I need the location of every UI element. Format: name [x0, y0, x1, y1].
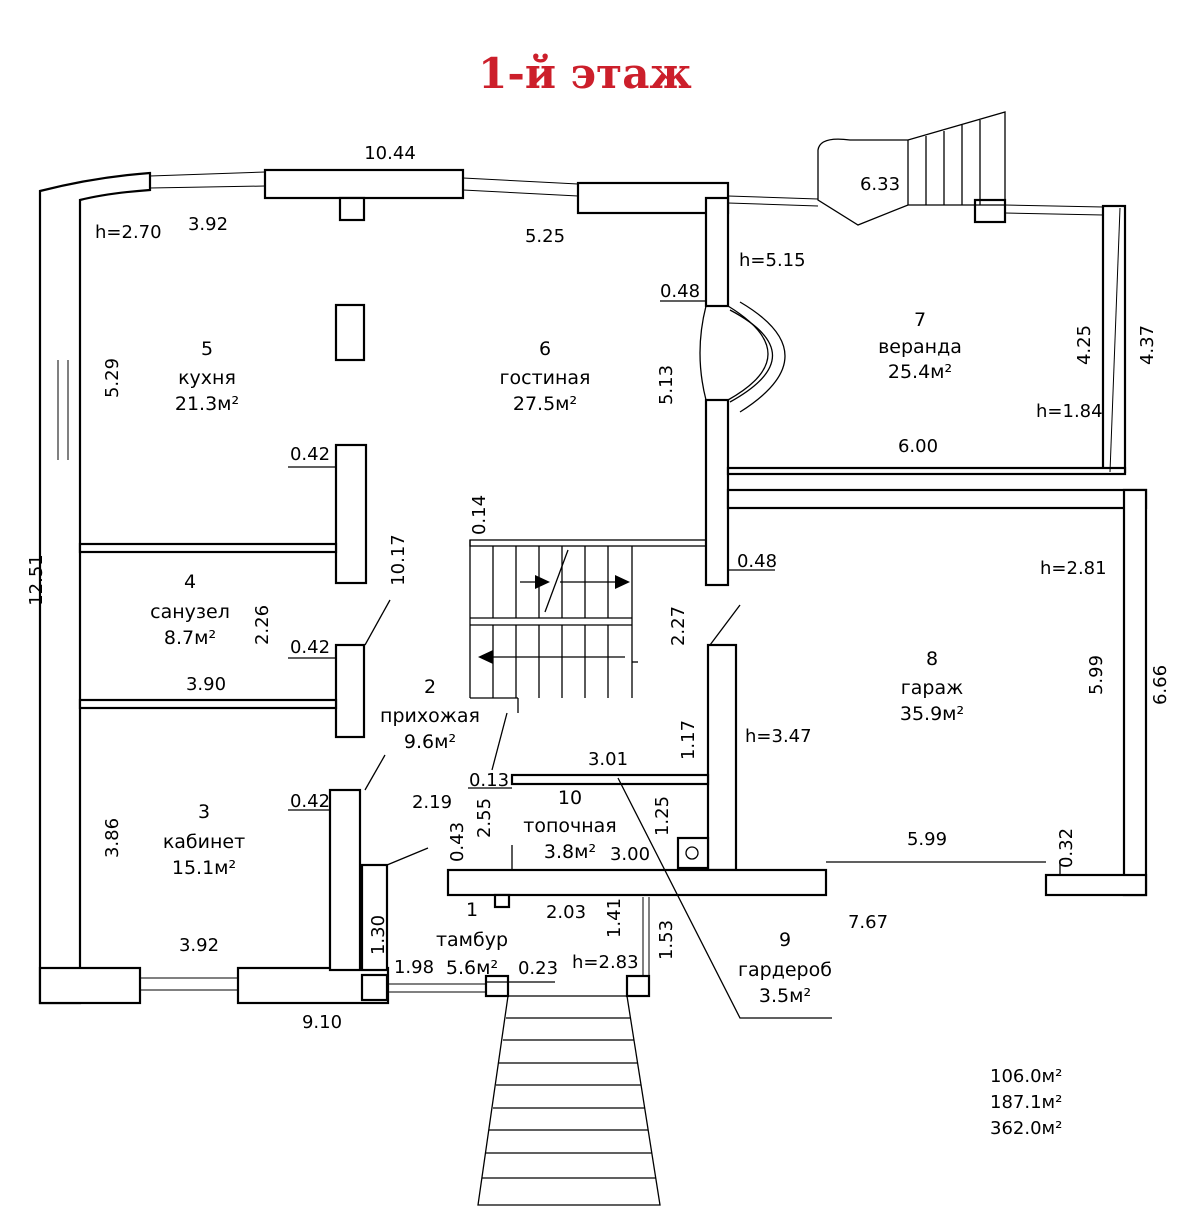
dimension-label: 5.25: [525, 226, 565, 247]
dimension-label: 1.25: [652, 796, 673, 836]
room-3-name: кабинет: [163, 831, 245, 853]
room-6-number: 6: [539, 338, 551, 360]
dimension-label: 0.13: [469, 770, 509, 791]
veranda-staircase: [817, 111, 1006, 226]
dimension-label: 2.19: [412, 792, 452, 813]
room-2-number: 2: [424, 676, 436, 698]
dimension-label: 0.32: [1056, 828, 1077, 868]
room-7-area: 25.4м²: [888, 361, 952, 383]
room-labels: 1 тамбур 5.6м² 2 прихожая 9.6м² 3 кабине…: [150, 309, 964, 1007]
room-2-name: прихожая: [380, 705, 480, 727]
dimension-label: 0.43: [447, 822, 468, 862]
dimension-label: 0.42: [290, 791, 330, 812]
height-label: h=2.81: [1040, 558, 1107, 579]
dimension-label: 0.14: [469, 495, 490, 535]
dimension-label: 1.53: [656, 920, 677, 960]
dimension-label: 0.42: [290, 637, 330, 658]
dimension-label: 5.29: [102, 358, 123, 398]
room-6-area: 27.5м²: [513, 393, 577, 415]
room-4-area: 8.7м²: [164, 627, 216, 649]
room-3-number: 3: [198, 801, 210, 823]
room-7-number: 7: [914, 309, 926, 331]
dimension-label: 0.48: [660, 281, 700, 302]
dimension-label: 3.01: [588, 749, 628, 770]
dimension-label: 10.17: [388, 534, 409, 586]
dimension-label: 6.33: [860, 174, 900, 195]
room-10-number: 10: [558, 787, 582, 809]
room-4-number: 4: [184, 571, 196, 593]
dimension-lines: [288, 300, 1061, 875]
dimension-label: 10.44: [364, 143, 416, 164]
height-label: h=3.47: [745, 726, 812, 747]
dimension-label: 1.41: [604, 898, 625, 938]
room-10-name: топочная: [523, 815, 616, 837]
dimension-label: 0.42: [290, 444, 330, 465]
dimension-label: 0.48: [737, 551, 777, 572]
dimension-labels: 10.44 3.92 5.25 6.33 0.48 5.29 5.13 4.25…: [26, 143, 1171, 1033]
dimension-label: 0.23: [518, 958, 558, 979]
room-1-area: 5.6м²: [446, 957, 498, 979]
room-5-area: 21.3м²: [175, 393, 239, 415]
room-1-name: тамбур: [436, 929, 508, 951]
total-area-2: 187.1м²: [990, 1092, 1062, 1113]
dimension-label: 9.10: [302, 1012, 342, 1033]
room-9-area: 3.5м²: [759, 985, 811, 1007]
windows: [57, 171, 1121, 993]
height-label: h=1.84: [1036, 401, 1103, 422]
room-10-area: 3.8м²: [544, 841, 596, 863]
height-label: h=2.83: [572, 952, 639, 973]
dimension-label: 1.30: [368, 915, 389, 955]
dimension-label: 5.99: [907, 829, 947, 850]
room-6-name: гостиная: [500, 367, 591, 389]
dimension-label: 12.51: [26, 554, 47, 606]
room-2-area: 9.6м²: [404, 731, 456, 753]
room-8-number: 8: [926, 648, 938, 670]
room-5-number: 5: [201, 338, 213, 360]
height-labels: h=2.70 h=5.15 h=1.84 h=2.81 h=3.47 h=2.8…: [95, 222, 1107, 973]
dimension-label: 3.90: [186, 674, 226, 695]
area-totals: 106.0м² 187.1м² 362.0м²: [990, 1066, 1062, 1139]
partitions: [78, 303, 1046, 1019]
dimension-label: 1.17: [678, 720, 699, 760]
plan-title: 1-й этаж: [478, 49, 692, 98]
height-label: h=2.70: [95, 222, 162, 243]
dimension-label: 6.00: [898, 436, 938, 457]
dimension-label: 3.00: [610, 844, 650, 865]
room-8-name: гараж: [901, 677, 963, 699]
dimension-label: 2.03: [546, 902, 586, 923]
dimension-label: 2.55: [474, 798, 495, 838]
height-label: h=5.15: [739, 250, 806, 271]
dimension-label: 7.67: [848, 912, 888, 933]
dimension-label: 2.27: [668, 606, 689, 646]
dimension-label: 2.26: [252, 605, 273, 645]
room-9-name: гардероб: [738, 959, 832, 981]
dimension-label: 4.37: [1137, 325, 1158, 365]
room-1-number: 1: [466, 899, 478, 921]
bay-window: [699, 301, 786, 413]
dimension-label: 5.13: [656, 365, 677, 405]
dimension-label: 1.98: [394, 957, 434, 978]
total-area-3: 362.0м²: [990, 1118, 1062, 1139]
dimension-label: 3.92: [179, 935, 219, 956]
room-9-number: 9: [779, 929, 791, 951]
total-area-1: 106.0м²: [990, 1066, 1062, 1087]
room-7-name: веранда: [878, 336, 962, 358]
room-8-area: 35.9м²: [900, 703, 964, 725]
dimension-label: 6.66: [1150, 665, 1171, 705]
room-5-name: кухня: [178, 367, 236, 389]
room-4-name: санузел: [150, 601, 230, 623]
interior-staircase: [469, 539, 707, 713]
room-3-area: 15.1м²: [172, 857, 236, 879]
dimension-label: 4.25: [1074, 325, 1095, 365]
dimension-label: 3.86: [102, 818, 123, 858]
dimension-label: 3.92: [188, 214, 228, 235]
entrance-staircase: [477, 981, 661, 1206]
dimension-label: 5.99: [1086, 655, 1107, 695]
